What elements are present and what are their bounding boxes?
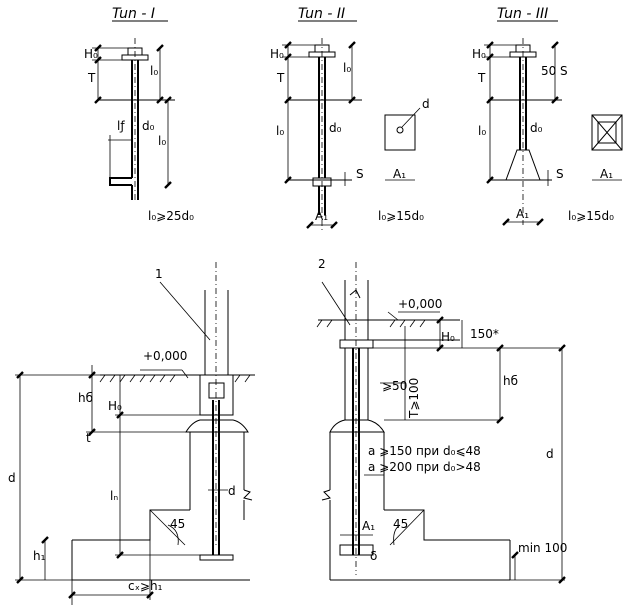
dim-a1-type2: A₁ [315, 209, 328, 223]
dim-d-detail-type2: d [422, 97, 430, 111]
ground-hatch [99, 319, 426, 383]
dim-h0-right: H₀ [441, 330, 455, 344]
note-a150: a ⩾150 при d₀⩽48 [368, 444, 481, 458]
dim-t-type3: T [477, 71, 486, 85]
dim-s-top-type3: S [560, 64, 568, 78]
dim-t-type1: T [87, 71, 96, 85]
dim-l0-top-type1: l₀ [150, 64, 158, 78]
dim-h0-left: H₀ [108, 399, 122, 413]
callout-1: 1 [155, 267, 163, 281]
dim-ge50-right: ⩾50 [382, 379, 407, 393]
dim-d-bolt-left: d [228, 484, 236, 498]
formula-type-3: l₀⩾15d₀ [568, 209, 614, 223]
title-type-1: Tun - I [112, 6, 155, 22]
formula-type-2: l₀⩾15d₀ [378, 209, 424, 223]
foundation-section-left [15, 262, 255, 605]
dim-cx-left: cₓ⩾h₁ [128, 579, 163, 593]
dim-h0-type2: H₀ [270, 47, 284, 61]
dim-t-left: t [86, 431, 91, 445]
level-right: +0,000 [398, 297, 442, 311]
title-type-2: Tun - II [298, 6, 345, 22]
dim-l0-type3: l₀ [478, 124, 486, 138]
dim-l0-type1: l₀ [158, 134, 166, 148]
dim-hb-right: hб [503, 374, 518, 388]
dim-h0-type3: H₀ [472, 47, 486, 61]
dim-d0-type1: d₀ [142, 119, 155, 133]
dim-s-type3: S [556, 167, 564, 181]
dim-a1-right: A₁ [362, 519, 375, 533]
dim-d-left: d [8, 471, 16, 485]
angle-left: 45 [170, 517, 185, 531]
dim-ln-left: lₙ [110, 489, 118, 503]
dim-min100-right: min 100 [518, 541, 567, 555]
dim-150-right: 150* [470, 327, 499, 341]
dim-d-right: d [546, 447, 554, 461]
dim-a1-detail-type3: A₁ [600, 167, 613, 181]
dim-delta-right: δ [370, 549, 377, 563]
dim-s-type2: S [356, 167, 364, 181]
dim-t-type2: T [276, 71, 285, 85]
note-a200: a ⩾200 при d₀>48 [368, 460, 481, 474]
angle-right: 45 [393, 517, 408, 531]
dim-h0-type1: H₀ [84, 47, 98, 61]
title-type-3: Tun - III [497, 6, 548, 22]
dim-t100-right: T⩾100 [407, 378, 421, 419]
dim-lf-type1: lƒ [117, 119, 125, 133]
bolt-type-3 [484, 38, 623, 226]
dim-l0-type2: l₀ [276, 124, 284, 138]
formula-type-1: l₀⩾25d₀ [148, 209, 194, 223]
dim-a1-detail-type2: A₁ [393, 167, 406, 181]
dim-a1-type3: A₁ [516, 207, 529, 221]
dim-d0-type3: d₀ [530, 121, 543, 135]
dim-50-type3: 50 [541, 64, 556, 78]
dim-d0-type2: d₀ [329, 121, 342, 135]
dim-hb-left: hб [78, 391, 93, 405]
level-left: +0,000 [143, 349, 187, 363]
foundation-section-right [318, 262, 566, 584]
dim-h1-left: h₁ [33, 549, 46, 563]
dim-l0-top-type2: l₀ [343, 61, 351, 75]
bolt-type-2 [282, 38, 421, 230]
callout-2: 2 [318, 257, 326, 271]
bolt-type-1 [92, 38, 175, 200]
